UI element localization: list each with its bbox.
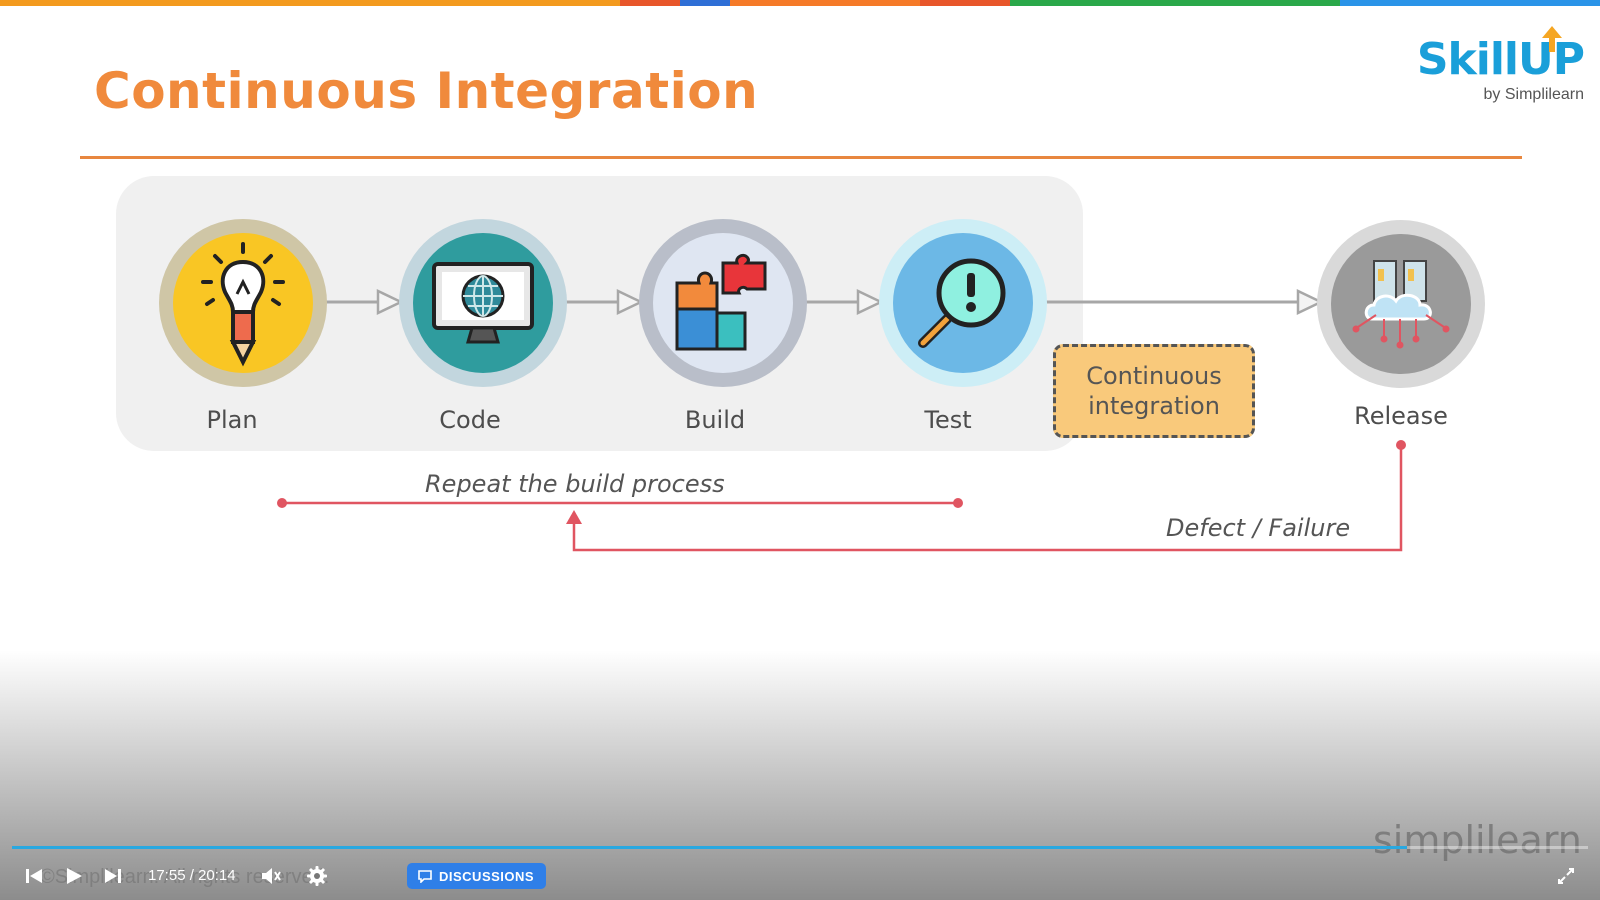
- top-color-bar: [0, 0, 1600, 6]
- stage-label-code: Code: [439, 406, 501, 434]
- fullscreen-button[interactable]: [1554, 862, 1578, 890]
- lightbulb-pencil-icon: [201, 242, 285, 367]
- volume-button[interactable]: [259, 862, 283, 890]
- video-progress-fill: [12, 846, 1407, 849]
- settings-button[interactable]: [305, 862, 329, 890]
- play-button[interactable]: [62, 862, 86, 890]
- chat-icon: [418, 870, 432, 883]
- stage-build: [639, 219, 807, 387]
- logo-arrow-icon: [1542, 26, 1562, 52]
- server-cloud-icon: [1352, 260, 1450, 349]
- player-gradient-overlay: [0, 650, 1600, 900]
- continuous-integration-box: Continuous integration: [1053, 344, 1255, 438]
- stage-label-release: Release: [1354, 402, 1448, 430]
- stage-test: [879, 219, 1047, 387]
- logo-subtitle: by Simplilearn: [1483, 86, 1584, 103]
- monitor-globe-icon: [432, 262, 534, 344]
- title-divider: [80, 156, 1522, 159]
- copyright-text: ©Simplilearn. All rights reserved.: [40, 866, 330, 888]
- discussions-button[interactable]: DISCUSSIONS: [407, 863, 547, 889]
- time-display: 17:55 / 20:14: [148, 867, 236, 884]
- repeat-build-label: Repeat the build process: [425, 470, 725, 498]
- settings-icon: [307, 866, 327, 886]
- skip-forward-button[interactable]: [101, 862, 125, 890]
- slide-title: Continuous Integration: [94, 62, 759, 120]
- stage-label-plan: Plan: [206, 406, 258, 434]
- stage-label-test: Test: [924, 406, 972, 434]
- puzzle-icon: [675, 253, 767, 351]
- player-controls: 17:55 / 20:14 DISCUSSIONS: [0, 862, 1600, 892]
- play-icon: [67, 868, 82, 884]
- skip-back-icon: [26, 869, 42, 883]
- simplilearn-watermark: simplilearn: [1373, 818, 1582, 862]
- stage-release: [1317, 220, 1485, 388]
- stage-plan: [159, 219, 327, 387]
- discussions-label: DISCUSSIONS: [439, 868, 535, 884]
- time-separator: /: [189, 867, 194, 884]
- defect-failure-label: Defect / Failure: [1166, 514, 1351, 542]
- duration: 20:14: [198, 867, 236, 884]
- stage-label-build: Build: [684, 406, 746, 434]
- stage-code: [399, 219, 567, 387]
- logo-text: SkillUP: [1416, 34, 1585, 85]
- video-progress-bar[interactable]: [12, 846, 1588, 849]
- fullscreen-icon: [1558, 868, 1574, 884]
- magnifier-alert-icon: [918, 258, 1006, 348]
- current-time: 17:55: [148, 867, 186, 884]
- skillup-logo: SkillUP by Simplilearn: [1417, 26, 1585, 108]
- skip-forward-icon: [105, 869, 121, 883]
- volume-icon: [262, 868, 281, 884]
- skip-back-button[interactable]: [22, 862, 46, 890]
